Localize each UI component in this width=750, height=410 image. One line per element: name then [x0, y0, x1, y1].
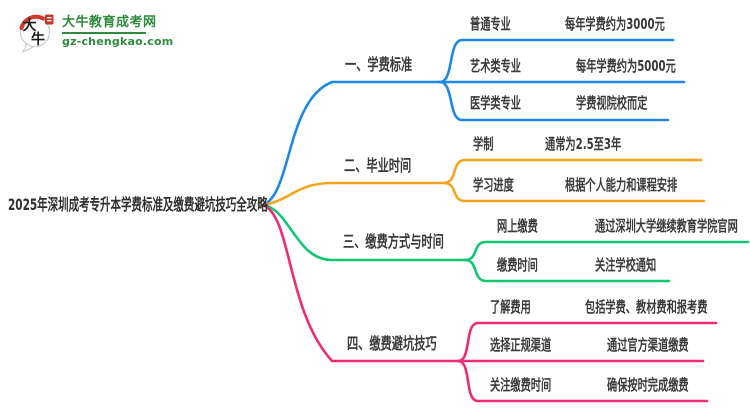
branch-3-child-2-line	[463, 258, 671, 283]
branch-3-child-2-value: 关注学校通知	[595, 256, 657, 274]
branch-1-child-1-line	[438, 38, 675, 84]
branch-1-child-1-value: 每年学费约为3000元	[565, 15, 665, 33]
branch-1-label: 一、学费标准	[345, 55, 413, 74]
logo-site-name: 大牛教育成考网	[62, 15, 157, 30]
branch-2-trunk-line	[261, 181, 446, 207]
branch-4-child-1-label: 了解费用	[490, 298, 531, 316]
branch-3-child-1-value: 通过深圳大学继续教育学院官网	[595, 217, 738, 235]
logo-divider	[62, 32, 146, 34]
logo-text-block: 大牛教育成考网 gz-chengkao.com	[62, 11, 174, 48]
branch-1-child-3-label: 医学类专业	[470, 94, 522, 112]
branch-2-child-1-label: 学制	[473, 135, 494, 153]
logo-seal-icon	[45, 14, 54, 25]
branch-4-child-3-value: 确保按时完成缴费	[607, 376, 689, 394]
branch-4-child-1-line	[456, 321, 718, 363]
branch-4-child-2-value: 通过官方渠道缴费	[607, 336, 689, 354]
branch-1-child-1-label: 普通专业	[470, 15, 511, 33]
branch-4-child-3-label: 关注缴费时间	[490, 376, 552, 394]
branch-4-child-2-label: 选择正规渠道	[490, 336, 552, 354]
branch-1-child-3-value: 学费视院校而定	[576, 94, 648, 112]
branch-4-label: 四、缴费避坑技巧	[347, 334, 437, 353]
branch-1-child-3-line	[438, 80, 670, 122]
branch-1-child-2-label: 艺术类专业	[470, 57, 522, 75]
branch-2-child-2-line	[442, 181, 706, 203]
site-logo[interactable]: 大 牛 大牛教育成考网 gz-chengkao.com	[18, 11, 174, 53]
branch-2-child-2-value: 根据个人能力和课程安排	[565, 176, 678, 194]
branch-3-child-2-label: 缴费时间	[497, 256, 538, 274]
branch-2-label: 二、毕业时间	[344, 156, 412, 175]
logo-char-da: 大	[23, 17, 37, 34]
branch-2-child-2-label: 学习进度	[473, 176, 514, 194]
branch-1-trunk-line	[261, 80, 442, 207]
branch-4-trunk-line	[261, 203, 460, 363]
logo-char-niu: 牛	[31, 31, 45, 48]
branch-3-label: 三、缴费方式与时间	[343, 232, 444, 251]
branch-4-child-1-value: 包括学费、教材费和报考费	[585, 298, 708, 316]
branch-1-child-2-value: 每年学费约为5000元	[576, 57, 676, 75]
root-topic: 2025年深圳成考专升本学费标准及缴费避坑技巧全攻略	[8, 195, 268, 214]
logo-site-url: gz-chengkao.com	[62, 35, 174, 48]
branch-4-child-3-line	[456, 359, 709, 403]
branch-3-child-1-label: 网上缴费	[497, 217, 538, 235]
branch-2-child-1-value: 通常为2.5至3年	[545, 135, 622, 153]
logo-bull-badge-icon: 大 牛	[19, 14, 54, 53]
branch-3-trunk-line	[261, 203, 467, 262]
